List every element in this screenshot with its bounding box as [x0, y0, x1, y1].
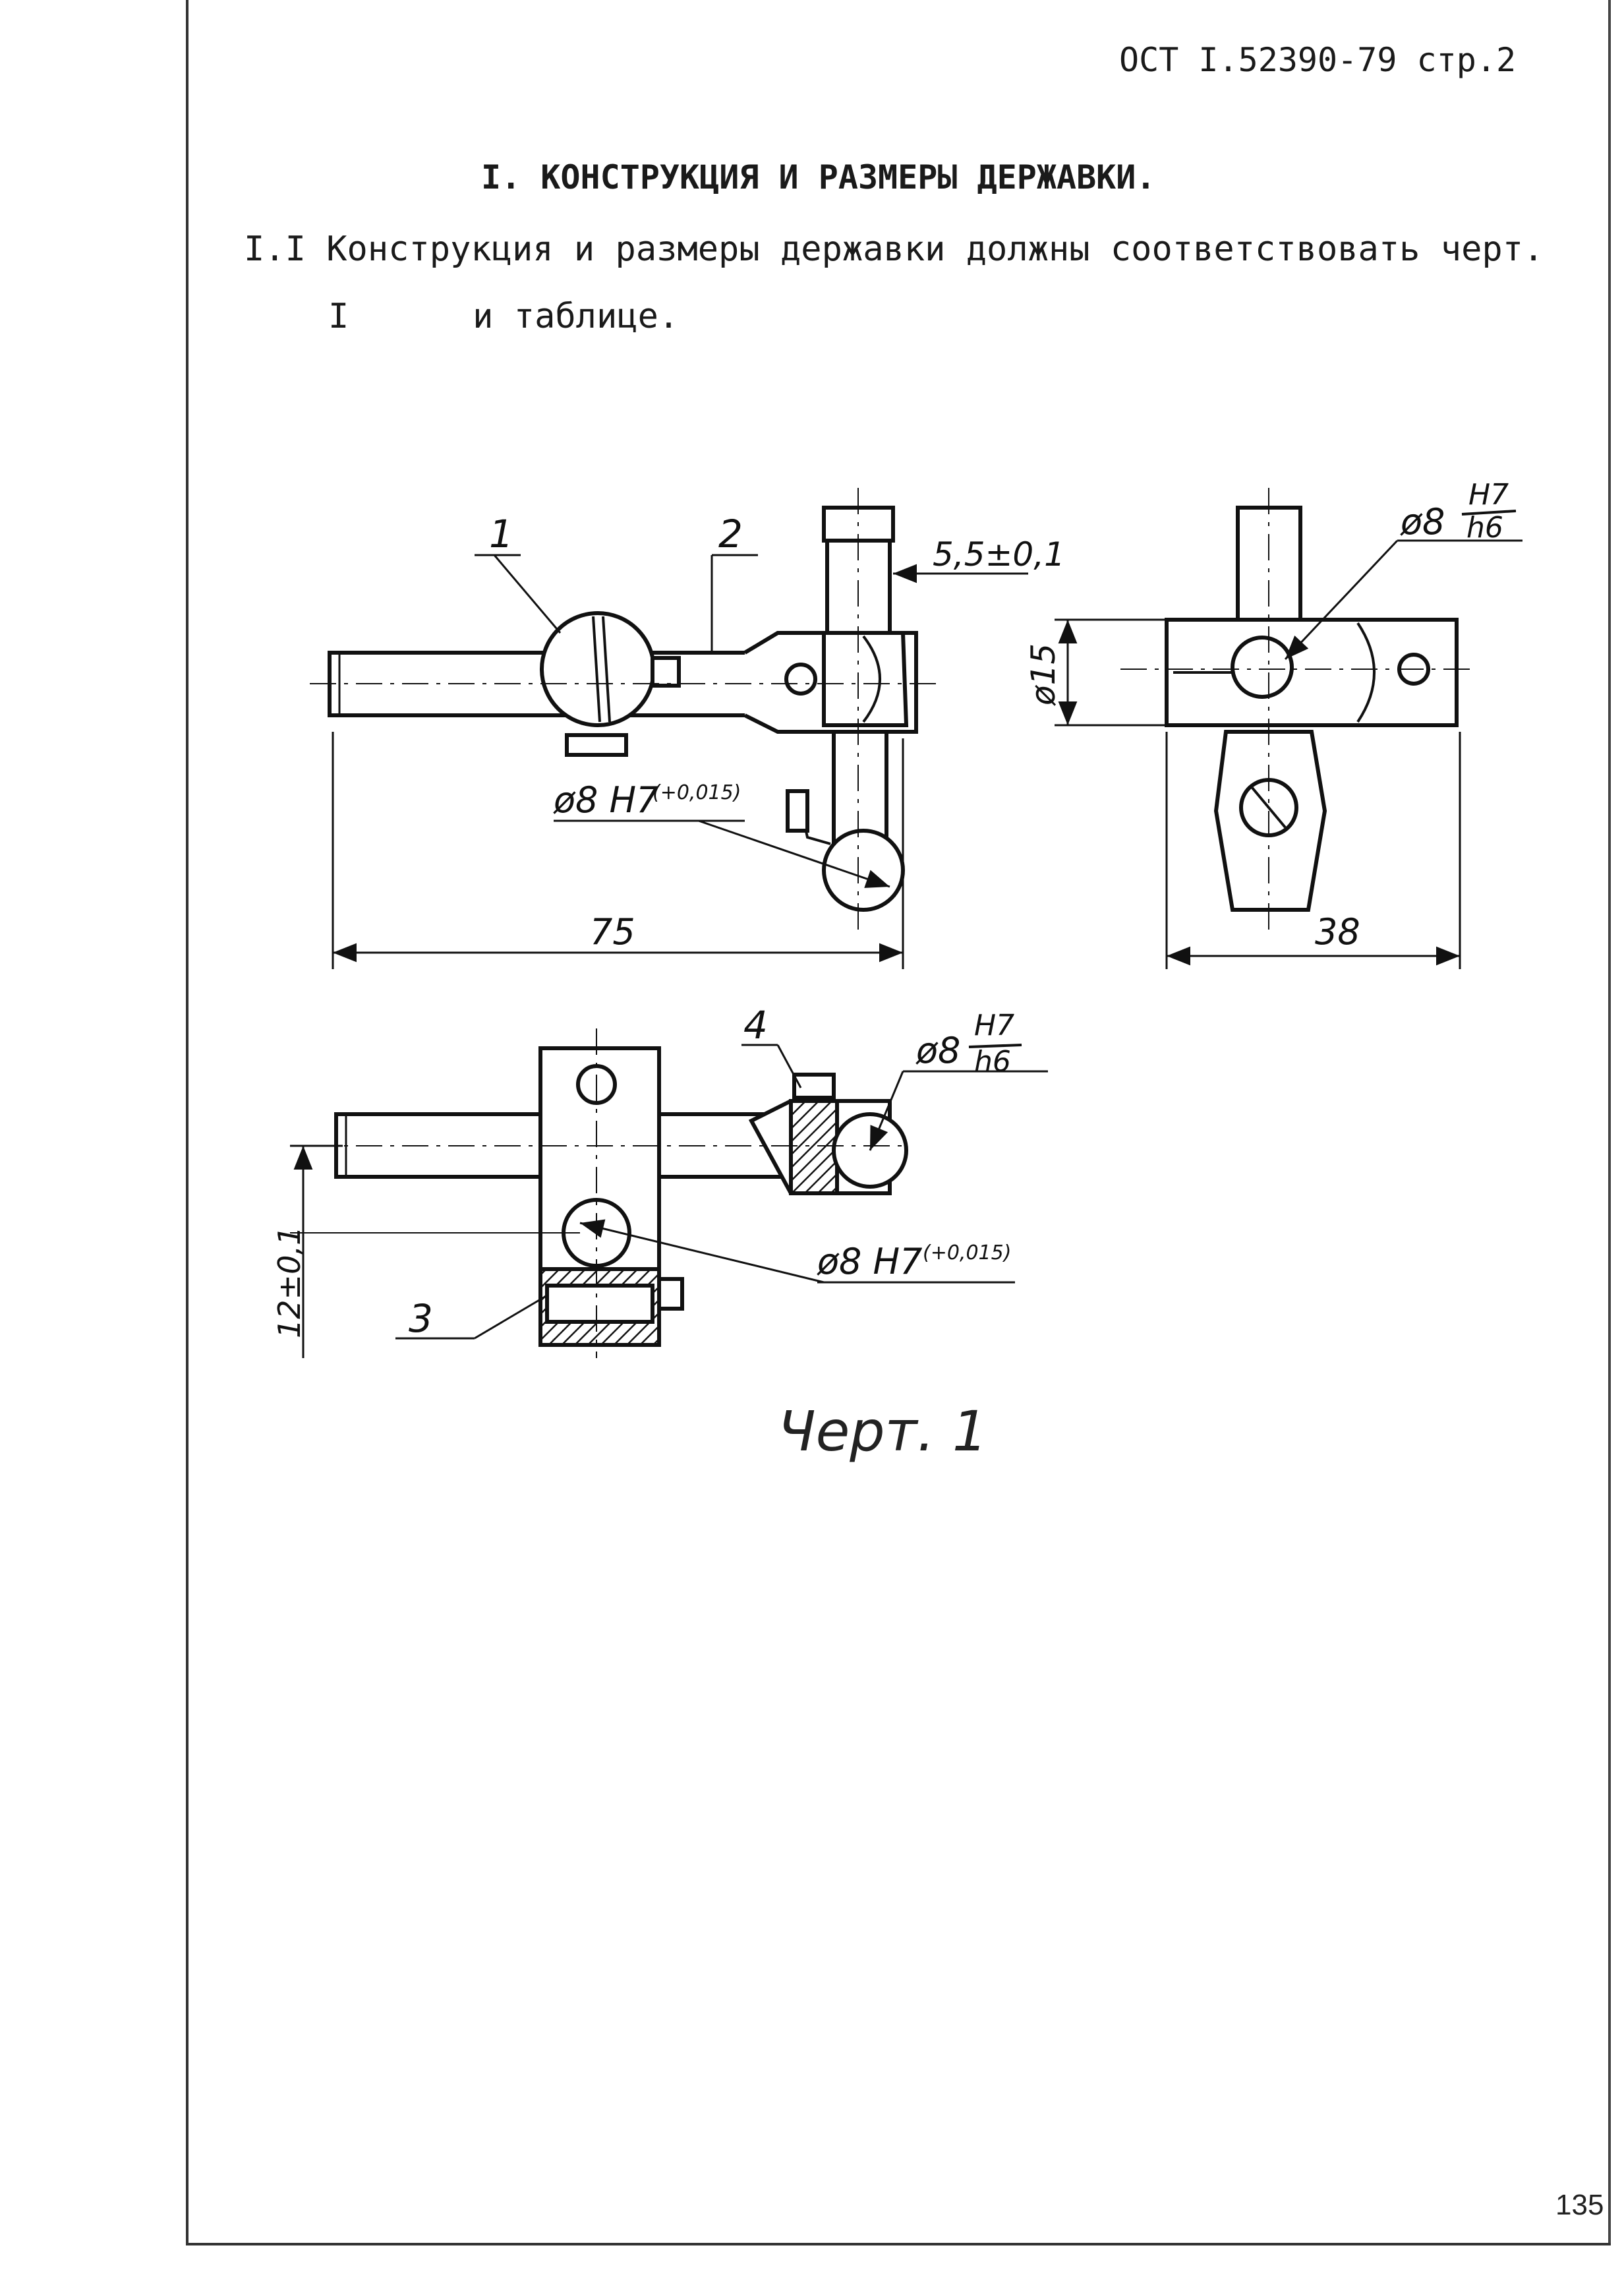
callout-1: 1 [489, 512, 513, 556]
side-view-labels: ø8 H7 h6 ø15 38 [1024, 478, 1517, 953]
page-number: 135 [1555, 2189, 1604, 2221]
dim-bore-front: ø8 H7 [553, 779, 659, 821]
frame-left-border [186, 0, 188, 2245]
front-view [310, 488, 1028, 969]
front-view-labels: 1 2 5,5±0,1 ø8 H7 (+0,015) 75 [489, 512, 1065, 953]
callout-2: 2 [718, 512, 743, 556]
plan-view [290, 1028, 1048, 1358]
dim-shaft-length: 75 [590, 911, 635, 953]
frame-right-border [1608, 0, 1611, 2245]
callout-3: 3 [409, 1296, 433, 1341]
dim-width: 38 [1315, 911, 1360, 953]
plan-view-labels: 4 ø8 H7 h6 ø8 H7 (+0,015) 3 12±0,1 [272, 1003, 1022, 1341]
dim-body-diameter: ø15 [1024, 643, 1062, 706]
drawing-caption: Черт. 1 [778, 1399, 987, 1464]
dim-offset: 5,5±0,1 [933, 535, 1065, 574]
standard-code: ОСТ I.52390-79 стр.2 [1119, 41, 1517, 79]
dim-bore-plan: ø8 H7 [817, 1241, 923, 1282]
dim-fit-diameter-side: ø8 [1400, 501, 1445, 543]
side-view [1055, 488, 1522, 969]
dim-bore-tolerance-plan: (+0,015) [923, 1241, 1011, 1264]
dim-bore-tolerance: (+0,015) [652, 781, 741, 804]
frame-bottom-border [186, 2243, 1611, 2245]
paragraph-line-2: I и таблице. [328, 297, 680, 336]
dim-fit-shaft-side: h6 [1466, 511, 1503, 545]
dim-fit-hole-side: H7 [1468, 478, 1509, 512]
dim-fit-diameter-plan: ø8 [915, 1030, 960, 1071]
section-title: I. КОНСТРУКЦИЯ И РАЗМЕРЫ ДЕРЖАВКИ. [481, 158, 1156, 196]
callout-4: 4 [743, 1003, 768, 1048]
dim-fit-shaft-plan: h6 [974, 1045, 1011, 1079]
dim-height: 12±0,1 [272, 1226, 307, 1338]
paragraph-line-1: I.I Конструкция и размеры державки должн… [244, 229, 1544, 269]
dim-fit-hole-plan: H7 [974, 1009, 1014, 1042]
